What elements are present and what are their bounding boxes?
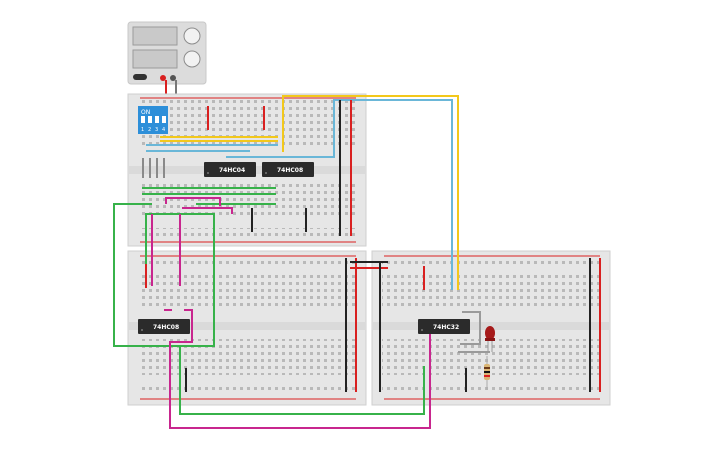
supply-knob-bottom [183,50,201,68]
chip-74hc04-label: 74HC04 [219,167,245,174]
chip-74hc08-bottom-label: 74HC08 [153,324,179,331]
supply-terminal-negative [170,75,176,81]
led[interactable] [485,326,495,352]
dip-switch-number-4: 4 [162,127,165,133]
green-wires[interactable] [113,187,425,415]
blue-wires[interactable] [146,99,453,290]
supply-terminal-positive [160,75,166,81]
bottom-right-jumpers[interactable] [379,258,601,392]
supply-knob-top [183,27,201,45]
dip-switch-number-3: 3 [155,127,158,133]
power-supply[interactable] [127,21,207,85]
breadboard-bottom-left [127,250,367,406]
bottom-left-jumpers[interactable] [145,258,357,392]
dip-switch-number-1: 1 [141,127,144,133]
chip-74hc32-label: 74HC32 [433,324,459,331]
supply-switch [133,74,147,80]
dip-switch-label: ON [141,109,150,116]
chip-74hc08-bottom[interactable]: 74HC08 [138,319,190,334]
cross-board-jumpers[interactable] [350,261,388,269]
chip-74hc08-top-label: 74HC08 [277,167,303,174]
top-board-rail-jumpers[interactable] [207,100,352,236]
gray-wire-or-gate[interactable] [460,311,481,345]
chip-74hc32[interactable]: 74HC32 [418,319,470,334]
chip-74hc04[interactable]: 74HC04 [204,162,256,177]
magenta-wires[interactable] [151,197,431,429]
gray-jumpers[interactable] [142,158,165,178]
yellow-wires[interactable] [160,95,459,290]
resistor[interactable] [484,356,490,390]
chip-74hc08-top[interactable]: 74HC08 [262,162,314,177]
supply-display-bottom [132,49,178,69]
dip-switch[interactable]: ON 1 2 3 4 [138,106,168,134]
dip-switch-number-2: 2 [148,127,151,133]
supply-display-top [132,26,178,46]
